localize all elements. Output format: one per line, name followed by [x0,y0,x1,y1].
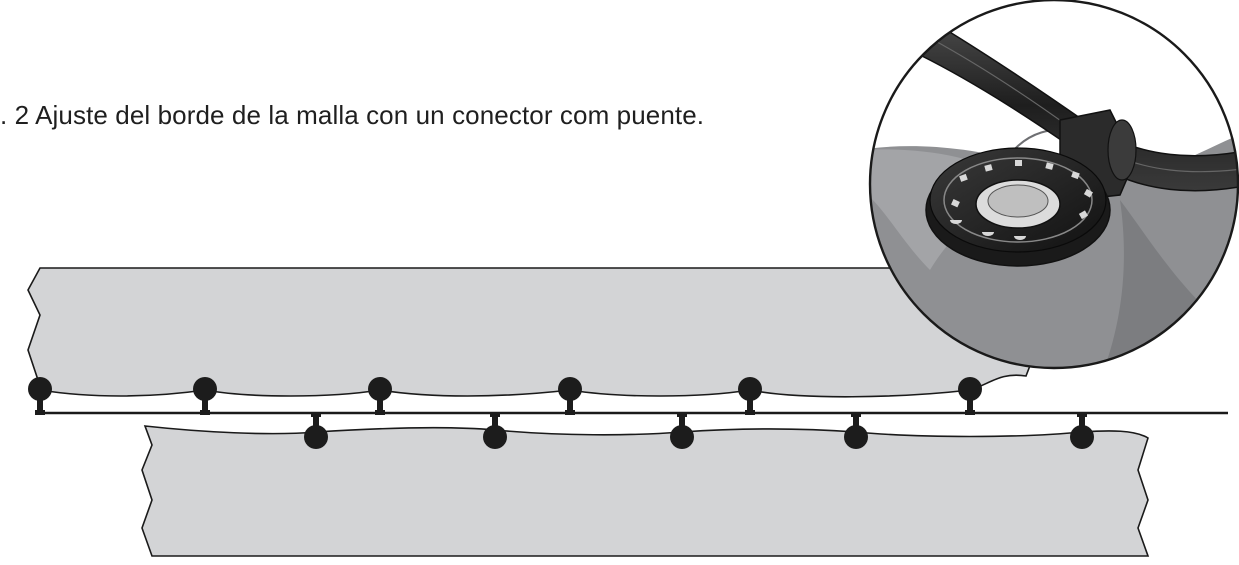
upper-connector-3 [368,377,392,415]
upper-connector-1 [28,377,52,415]
lower-mesh-panel [141,425,1150,557]
lower-connectors [304,412,1094,449]
upper-connector-5 [738,377,762,415]
lower-connector-3 [670,412,694,449]
upper-connector-4 [558,377,582,415]
lower-connector-5 [1070,412,1094,449]
lower-connector-2 [483,412,507,449]
upper-connector-6 [958,377,982,415]
upper-connectors [28,377,982,415]
upper-connector-2 [193,377,217,415]
lower-connector-1 [304,412,328,449]
figure-caption: . 2 Ajuste del borde de la malla con un … [0,100,705,130]
connector-detail-inset [868,0,1239,370]
upper-mesh-panel [27,267,1037,398]
lower-connector-4 [844,412,868,449]
